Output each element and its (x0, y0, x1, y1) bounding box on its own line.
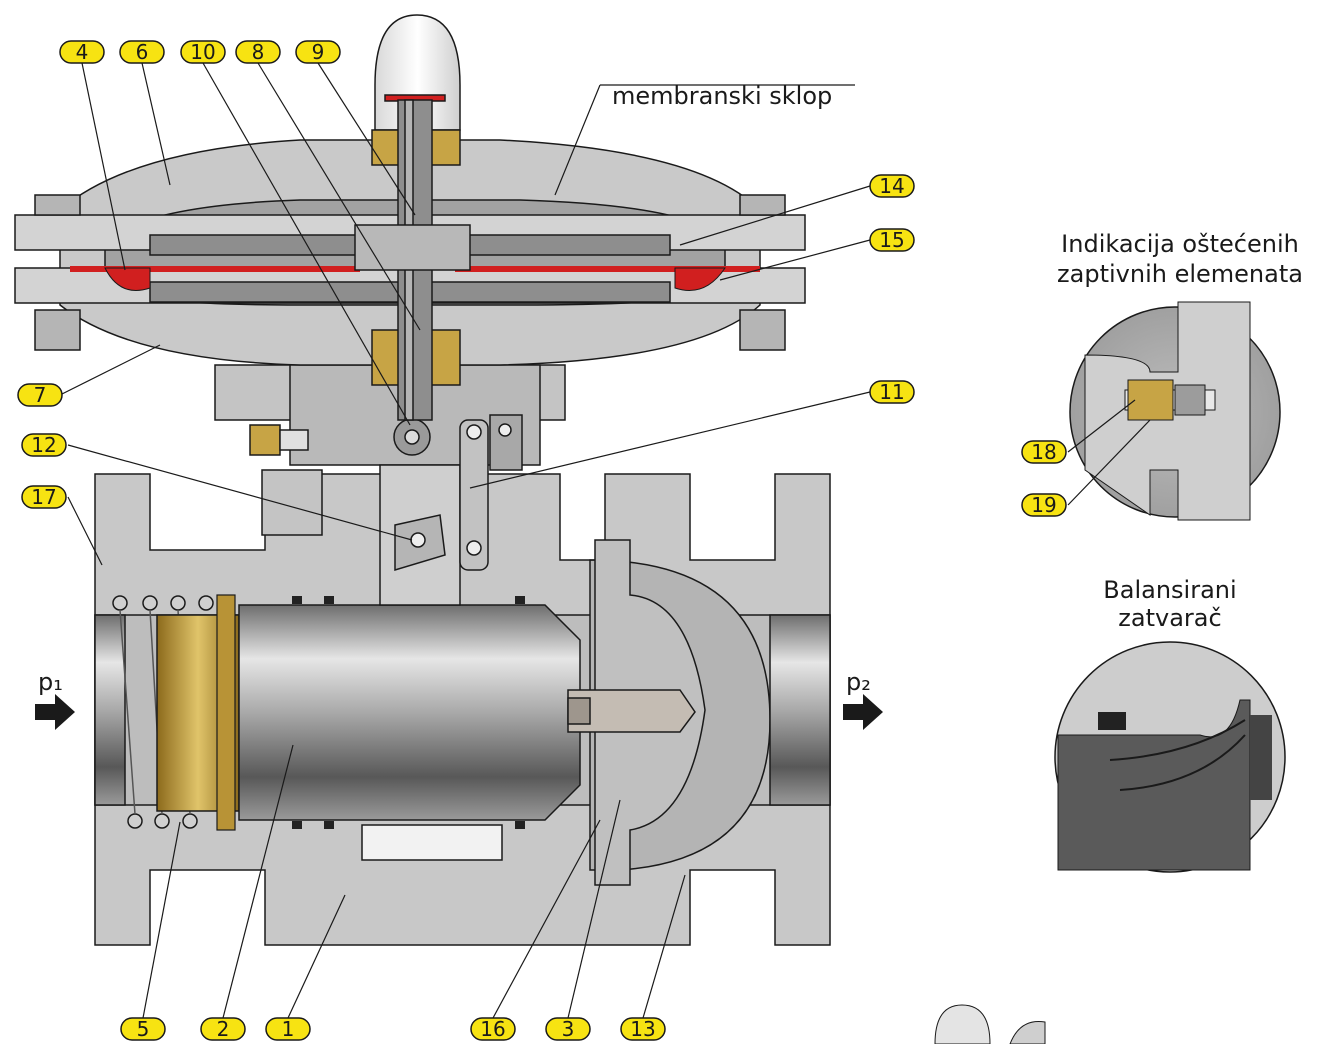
tag-10-text: 10 (190, 40, 215, 64)
tag-12-text: 12 (31, 433, 56, 457)
inset-title-2-line-2: zatvarač (1118, 604, 1221, 632)
tag-1-text: 1 (282, 1017, 295, 1041)
tag-7: 7 (17, 383, 63, 407)
tag-18-text: 18 (1031, 440, 1056, 464)
tag-19: 19 (1021, 493, 1067, 517)
tag-10: 10 (180, 40, 226, 64)
inset-balanced-closure: Balansirani zatvarač (1054, 576, 1286, 873)
tag-14: 14 (869, 174, 915, 198)
tag-12: 12 (21, 433, 67, 457)
closure-cylinder (238, 604, 581, 821)
tag-11-text: 11 (879, 380, 904, 404)
tag-18: 18 (1021, 440, 1067, 464)
outlet-arrow (843, 694, 883, 730)
p1-label: p₁ (38, 668, 63, 696)
inset-title-1-line-2: zaptivnih elemenata (1057, 260, 1303, 288)
product-thumbnail (934, 1004, 1046, 1044)
tag-6: 6 (119, 40, 165, 64)
inlet-arrow (35, 694, 75, 730)
tag-11: 11 (869, 380, 915, 404)
lever-mechanism (393, 414, 523, 572)
tag-8: 8 (235, 40, 281, 64)
tag-16: 16 (470, 1017, 516, 1041)
tag-16-text: 16 (480, 1017, 505, 1041)
tag-3-text: 3 (562, 1017, 575, 1041)
tag-13-text: 13 (630, 1017, 655, 1041)
tag-8-text: 8 (252, 40, 265, 64)
tag-9: 9 (295, 40, 341, 64)
inset-title-1-line-1: Indikacija oštećenih (1061, 230, 1299, 258)
tag-4: 4 (59, 40, 105, 64)
p2-label: p₂ (846, 668, 871, 696)
tag-5: 5 (120, 1017, 166, 1041)
tag-14-text: 14 (879, 174, 904, 198)
tag-2: 2 (200, 1017, 246, 1041)
tag-6-text: 6 (136, 40, 149, 64)
brass-flange (216, 594, 236, 831)
leader-lines (59, 62, 1151, 1019)
tag-4-text: 4 (76, 40, 89, 64)
valve-seat (567, 539, 706, 886)
tag-13: 13 (620, 1017, 666, 1041)
tag-9-text: 9 (312, 40, 325, 64)
inset-title-2-line-1: Balansirani (1103, 576, 1236, 604)
tag-15-text: 15 (879, 228, 904, 252)
spring (112, 595, 214, 829)
stem-assembly (249, 14, 471, 456)
tag-15: 15 (869, 228, 915, 252)
tag-5-text: 5 (137, 1017, 150, 1041)
tag-7-text: 7 (34, 383, 47, 407)
tag-19-text: 19 (1031, 493, 1056, 517)
tag-2-text: 2 (217, 1017, 230, 1041)
tag-17: 17 (21, 485, 67, 509)
tag-1: 1 (265, 1017, 311, 1041)
tag-3: 3 (545, 1017, 591, 1041)
tag-17-text: 17 (31, 485, 56, 509)
inset-seal-indication: Indikacija oštećenih zaptivnih elemenata (1057, 230, 1303, 521)
membrane (70, 266, 760, 291)
membrane-assembly-label: membranski sklop (612, 82, 832, 110)
